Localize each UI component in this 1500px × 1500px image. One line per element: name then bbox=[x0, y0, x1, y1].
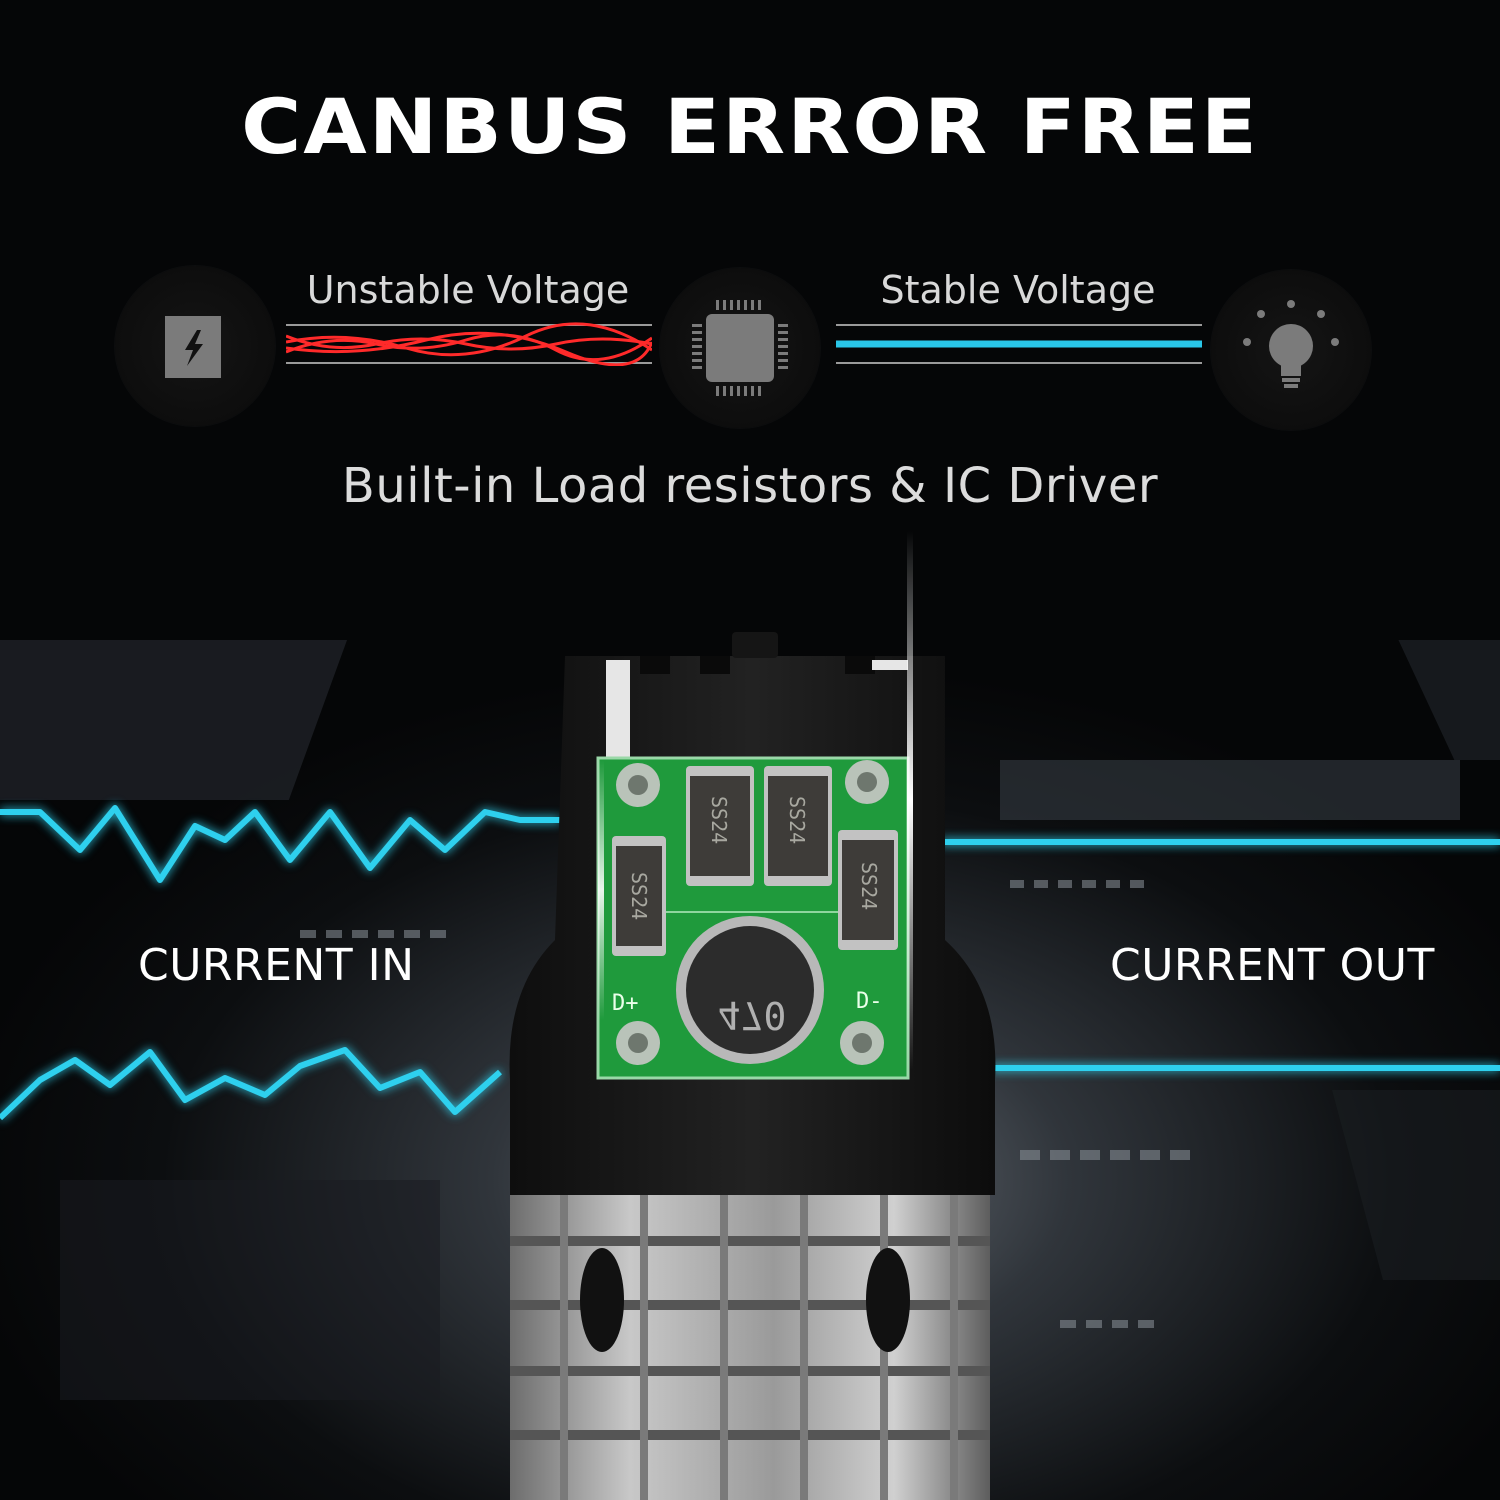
inductor-marking: 470 bbox=[718, 993, 787, 1037]
ic-chip-circle bbox=[660, 268, 820, 428]
ic-driver-board: SS24 SS24 SS24 SS24 470 D+ D- bbox=[596, 756, 910, 1080]
smd-diodes bbox=[612, 766, 898, 956]
power-source-icon bbox=[165, 316, 221, 378]
circuit-board-background bbox=[0, 640, 1500, 1400]
light-flares bbox=[598, 530, 913, 1070]
mounting-screws bbox=[616, 760, 889, 1065]
unstable-voltage-label: Unstable Voltage bbox=[306, 268, 630, 312]
stable-voltage-label: Stable Voltage bbox=[880, 268, 1156, 312]
light-bulb-circle bbox=[1211, 270, 1371, 430]
current-out-lines bbox=[940, 839, 1500, 1071]
subheadline: Built-in Load resistors & IC Driver bbox=[341, 458, 1159, 514]
unstable-voltage-wire bbox=[286, 322, 652, 366]
current-in-waves bbox=[0, 805, 560, 1121]
stable-voltage-wire bbox=[836, 324, 1202, 364]
current-out-label: CURRENT OUT bbox=[1110, 940, 1435, 991]
headline: CANBUS ERROR FREE bbox=[241, 83, 1259, 172]
diode-marking: SS24 bbox=[707, 796, 731, 844]
inductor bbox=[676, 916, 824, 1064]
current-in-label: CURRENT IN bbox=[138, 940, 415, 991]
light-bulb-icon bbox=[1243, 300, 1339, 388]
diode-marking: SS24 bbox=[627, 872, 651, 920]
terminal-minus-label: D- bbox=[856, 989, 883, 1014]
terminal-plus-label: D+ bbox=[612, 991, 639, 1016]
ic-chip-icon bbox=[692, 300, 788, 396]
power-source-circle bbox=[115, 266, 275, 426]
diode-marking: SS24 bbox=[857, 862, 881, 910]
diode-marking: SS24 bbox=[785, 796, 809, 844]
